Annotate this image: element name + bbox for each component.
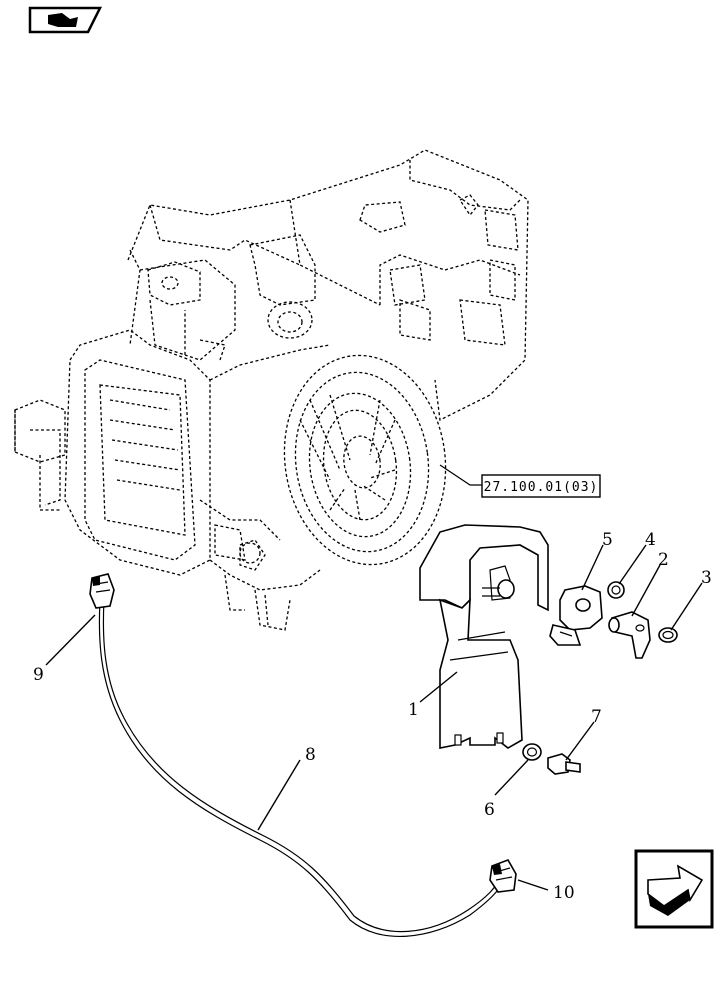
part-9-connector — [89, 573, 115, 609]
part-10-connector — [489, 859, 517, 893]
part-7-bolt — [547, 753, 581, 775]
part-2-lever — [608, 611, 651, 659]
part-1-shield-bracket — [419, 524, 549, 749]
callout-3: 3 — [701, 568, 712, 588]
callout-6: 6 — [484, 800, 495, 820]
callout-7: 7 — [591, 707, 602, 727]
callout-10: 10 — [553, 883, 575, 903]
callout-labels: 1 2 3 4 5 6 7 8 9 10 — [33, 530, 712, 903]
part-8-cable-harness — [98, 599, 506, 937]
callout-4: 4 — [645, 530, 656, 550]
callout-5: 5 — [602, 530, 613, 550]
leader-lines — [45, 544, 703, 891]
part-5-sensor — [549, 585, 603, 646]
part-6-washer — [522, 743, 542, 761]
part-4-nut — [607, 581, 625, 599]
transmission-housing — [14, 149, 529, 631]
callout-8: 8 — [305, 745, 316, 765]
callout-1: 1 — [408, 700, 419, 720]
next-page-arrow-icon[interactable] — [634, 849, 714, 929]
callout-9: 9 — [33, 665, 44, 685]
book-icon[interactable] — [28, 6, 103, 34]
part-3-circlip — [658, 627, 678, 643]
reference-callout[interactable]: 27.100.01(03) — [439, 464, 601, 498]
reference-code: 27.100.01(03) — [484, 480, 599, 495]
callout-2: 2 — [658, 550, 669, 570]
